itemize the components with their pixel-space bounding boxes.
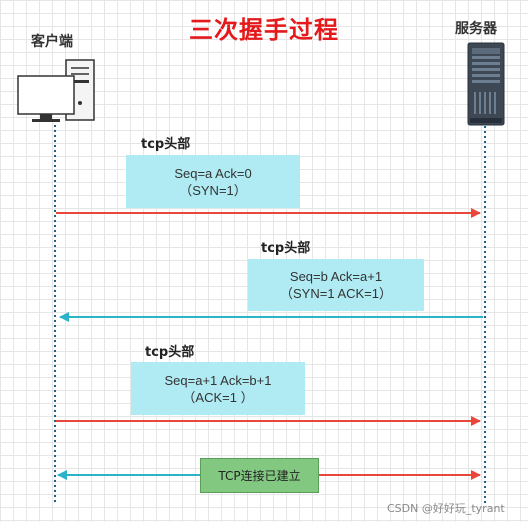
diagram-title: 三次握手过程: [189, 16, 339, 44]
tcp-header-label: tcp头部: [145, 345, 195, 360]
connection-established-box: TCP连接已建立: [200, 458, 319, 493]
watermark: CSDN @好好玩_tyrant: [387, 502, 505, 515]
segment-box: Seq=b Ack=a+1 （SYN=1 ACK=1）: [248, 259, 424, 311]
client-label: 客户端: [31, 34, 73, 50]
server-label: 服务器: [455, 21, 497, 37]
segment-flags: （SYN=1）: [179, 182, 247, 198]
tcp-header-label: tcp头部: [141, 137, 191, 152]
computer-icon: [17, 59, 95, 122]
segment-seq-ack: Seq=a Ack=0: [174, 165, 252, 181]
segment-seq-ack: Seq=a+1 Ack=b+1: [164, 372, 272, 388]
segment-flags: （SYN=1 ACK=1）: [280, 286, 392, 301]
tcp-header-label: tcp头部: [261, 241, 311, 256]
segment-seq-ack: Seq=b Ack=a+1: [289, 269, 383, 284]
server-icon: [467, 42, 505, 126]
segment-box: Seq=a+1 Ack=b+1 （ACK=1 ）: [131, 362, 305, 415]
segment-flags: （ACK=1 ）: [182, 389, 254, 405]
segment-box: Seq=a Ack=0 （SYN=1）: [126, 155, 300, 208]
